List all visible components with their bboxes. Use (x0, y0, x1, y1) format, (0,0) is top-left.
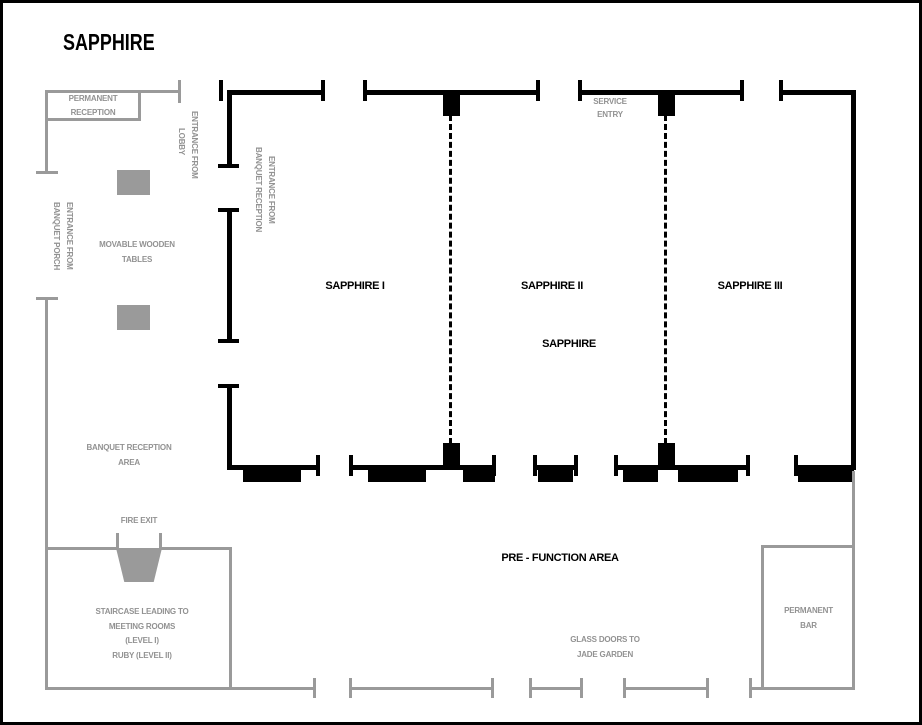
door-opening-tick (349, 455, 353, 476)
wall-segment (227, 384, 232, 470)
wall-segment (45, 299, 48, 690)
banquet-reception-area-label: BANQUET RECEPTION AREA (86, 443, 172, 467)
door-opening-tick (316, 455, 320, 476)
door-opening-tick (349, 678, 352, 698)
wall-segment (227, 90, 232, 166)
door-opening-tick (623, 678, 626, 698)
hall-label: SAPPHIRE (542, 338, 596, 350)
door-opening-tick (218, 339, 239, 343)
door-opening-tick (794, 455, 798, 476)
permanent-reception-box (45, 90, 141, 121)
wall-segment (160, 547, 232, 550)
entrance-from-lobby-label: ENTRANCE FROM LOBBY (177, 111, 199, 179)
partition-pocket (658, 443, 675, 466)
door-opening-tick (529, 678, 532, 698)
wall-segment (851, 90, 856, 470)
partition-pocket (443, 90, 460, 116)
page-title: SAPPHIRE (63, 29, 155, 55)
door-opening-tick (746, 455, 750, 476)
door-opening-tick (491, 678, 494, 698)
door-leaf (463, 469, 495, 482)
wall-segment (852, 471, 855, 690)
entrance-from-banquet-reception-label: ENTRANCE FROM BANQUET RECEPTION (254, 147, 276, 233)
wall-segment (616, 465, 748, 470)
wall-segment (46, 687, 315, 690)
wall-segment (46, 547, 117, 550)
door-leaf (678, 469, 738, 482)
wall-segment (761, 545, 764, 688)
door-leaf (243, 469, 301, 482)
door-leaf (798, 469, 854, 482)
wall-segment (531, 687, 583, 690)
door-opening-tick (219, 80, 223, 101)
door-opening-tick (321, 80, 325, 101)
service-entry-label: SERVICE ENTRY (593, 97, 627, 119)
fire-exit-label: FIRE EXIT (120, 516, 158, 525)
glass-doors-label: GLASS DOORS TO JADE GARDEN (570, 635, 640, 659)
wall-segment (227, 210, 232, 341)
prefunction-label: PRE - FUNCTION AREA (501, 552, 619, 564)
door-opening-tick (116, 533, 119, 550)
room-label-sapphire2: SAPPHIRE II (520, 280, 584, 292)
partition-track (664, 115, 667, 444)
staircase (116, 548, 162, 582)
partition-pocket (443, 443, 460, 466)
entrance-from-banquet-porch-label: ENTRANCE FROM BANQUET PORCH (52, 201, 74, 271)
wall-segment (227, 465, 318, 470)
door-opening-tick (492, 455, 496, 476)
partition-track (449, 115, 452, 444)
door-opening-tick (533, 455, 537, 476)
door-opening-tick (706, 678, 709, 698)
wall-segment (45, 121, 48, 174)
permanent-reception-label: PERMANENT RECEPTION (68, 94, 118, 117)
staircase-label: STAIRCASE LEADING TO MEETING ROOMS (LEVE… (95, 607, 189, 660)
wall-segment (625, 687, 708, 690)
wall-segment (796, 465, 856, 470)
door-opening-tick (218, 208, 239, 212)
door-opening-tick (749, 678, 752, 698)
door-opening-tick (36, 297, 58, 300)
door-opening-tick (574, 455, 578, 476)
partition-pocket (658, 90, 675, 116)
door-opening-tick (580, 678, 583, 698)
door-opening-tick (536, 80, 540, 101)
wall-segment (227, 90, 323, 95)
movable-tables-label: MOVABLE WOODEN TABLES (99, 240, 175, 264)
movable-table (117, 305, 150, 330)
door-opening-tick (779, 80, 783, 101)
wall-segment (141, 90, 179, 93)
permanent-bar-label: PERMANENT BAR (784, 606, 833, 630)
door-opening-tick (159, 533, 162, 550)
wall-segment (761, 545, 855, 548)
door-opening-tick (218, 384, 239, 388)
movable-table (117, 170, 150, 195)
door-leaf (623, 469, 658, 482)
wall-segment (535, 465, 576, 470)
door-opening-tick (178, 80, 181, 103)
door-leaf (368, 469, 426, 482)
wall-segment (752, 687, 855, 690)
door-opening-tick (614, 455, 618, 476)
door-opening-tick (313, 678, 316, 698)
room-label-sapphire3: SAPPHIRE III (717, 280, 783, 292)
door-opening-tick (36, 171, 58, 174)
wall-segment (351, 465, 495, 470)
wall-segment (782, 90, 856, 95)
wall-segment (229, 547, 232, 690)
door-leaf (538, 469, 573, 482)
wall-segment (351, 687, 494, 690)
door-opening-tick (218, 164, 239, 168)
room-label-sapphire1: SAPPHIRE I (325, 280, 385, 292)
